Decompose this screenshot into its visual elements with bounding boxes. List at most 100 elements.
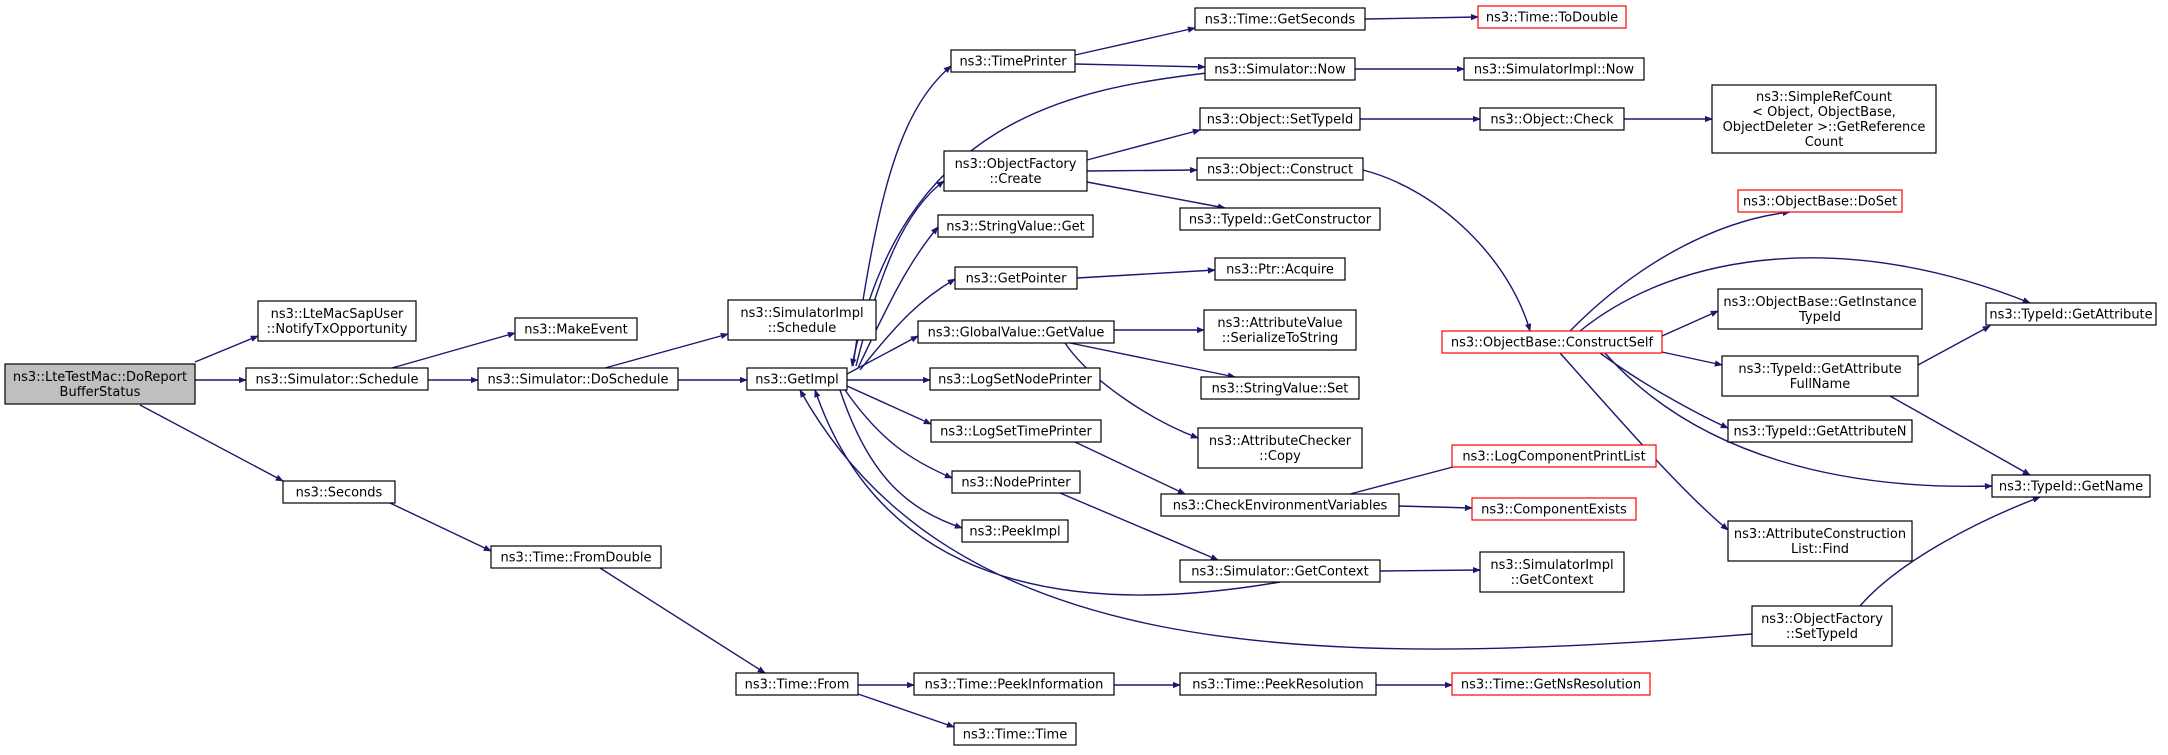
node-getname[interactable]: ns3::TypeId::GetName: [1991, 474, 2151, 498]
node-peekinfo[interactable]: ns3::Time::PeekInformation: [913, 672, 1115, 696]
node-sched[interactable]: ns3::Simulator::Schedule: [245, 367, 429, 391]
node-getimpl[interactable]: ns3::GetImpl: [746, 367, 848, 391]
node-label: ::Create: [990, 172, 1042, 187]
node-box: [245, 367, 429, 391]
node-getnsres[interactable]: ns3::Time::GetNsResolution: [1451, 672, 1651, 696]
edge-construct_self-to-getattrfull: [1661, 351, 1723, 367]
node-nodeprinter[interactable]: ns3::NodePrinter: [951, 470, 1081, 494]
node-ofcreate[interactable]: ns3::ObjectFactory::Create: [943, 150, 1088, 192]
node-box: [1711, 84, 1937, 154]
edge-dosched-to-implsched: [604, 332, 729, 369]
node-getcontext[interactable]: ns3::Simulator::GetContext: [1179, 559, 1381, 583]
node-label: ns3::Time::PeekInformation: [925, 678, 1104, 693]
node-box: [1214, 257, 1346, 281]
node-settypeid[interactable]: ns3::Object::SetTypeId: [1199, 107, 1361, 131]
edge-getimpl-to-peekimpl: [839, 389, 963, 529]
node-label: ns3::ObjectFactory: [955, 157, 1077, 172]
node-implnow[interactable]: ns3::SimulatorImpl::Now: [1463, 57, 1645, 81]
node-peekimpl[interactable]: ns3::PeekImpl: [961, 519, 1069, 543]
node-logsetnode[interactable]: ns3::LogSetNodePrinter: [929, 367, 1101, 391]
node-checkenv[interactable]: ns3::CheckEnvironmentVariables: [1160, 493, 1400, 517]
node-label: ns3::Object::Check: [1490, 113, 1614, 128]
node-ptracquire[interactable]: ns3::Ptr::Acquire: [1214, 257, 1346, 281]
node-box: [1200, 376, 1360, 400]
node-implsched[interactable]: ns3::SimulatorImpl::Schedule: [727, 299, 877, 341]
edge-ofcreate-to-settypeid: [1086, 128, 1201, 161]
node-refcount[interactable]: ns3::SimpleRefCount< Object, ObjectBase,…: [1711, 84, 1937, 154]
node-makeevent[interactable]: ns3::MakeEvent: [514, 317, 638, 341]
node-box: [954, 266, 1078, 290]
node-box: [1204, 57, 1356, 81]
node-box: [953, 722, 1077, 746]
edge-from-to-timetime: [857, 693, 955, 728]
edge-fromdouble-to-from: [599, 567, 766, 674]
node-dosched[interactable]: ns3::Simulator::DoSchedule: [477, 367, 679, 391]
node-timeprinter[interactable]: ns3::TimePrinter: [950, 49, 1076, 73]
node-box: [917, 320, 1115, 344]
node-serialize[interactable]: ns3::AttributeValue::SerializeToString: [1203, 309, 1357, 351]
node-compexists[interactable]: ns3::ComponentExists: [1471, 497, 1637, 521]
node-seconds[interactable]: ns3::Seconds: [282, 480, 396, 504]
node-box: [1727, 520, 1913, 562]
node-objcheck[interactable]: ns3::Object::Check: [1479, 107, 1625, 131]
node-box: [1721, 355, 1919, 397]
edge-timeprinter-to-simnow: [1074, 63, 1206, 71]
node-construct[interactable]: ns3::Object::Construct: [1196, 157, 1364, 181]
node-timetime[interactable]: ns3::Time::Time: [953, 722, 1077, 746]
node-implgetctx[interactable]: ns3::SimulatorImpl::GetContext: [1479, 551, 1625, 593]
node-construct-self[interactable]: ns3::ObjectBase::ConstructSelf: [1441, 330, 1663, 354]
node-fromdouble[interactable]: ns3::Time::FromDouble: [490, 545, 662, 569]
node-todouble[interactable]: ns3::Time::ToDouble: [1477, 5, 1627, 29]
node-strvalset[interactable]: ns3::StringValue::Set: [1200, 376, 1360, 400]
node-logsettime[interactable]: ns3::LogSetTimePrinter: [930, 419, 1102, 443]
node-box: [1194, 7, 1366, 31]
node-strvalget[interactable]: ns3::StringValue::Get: [937, 214, 1094, 238]
node-label: ns3::Simulator::Now: [1214, 63, 1346, 78]
node-box: [1479, 551, 1625, 593]
node-label: ns3::Time::GetSeconds: [1205, 13, 1356, 28]
node-getattr[interactable]: ns3::TypeId::GetAttribute: [1985, 302, 2157, 326]
node-box: [1985, 302, 2157, 326]
edge-logsettime-to-checkenv: [1074, 441, 1186, 495]
node-checkercopy[interactable]: ns3::AttributeChecker::Copy: [1197, 427, 1363, 469]
node-peekres[interactable]: ns3::Time::PeekResolution: [1179, 672, 1377, 696]
node-notify[interactable]: ns3::LteMacSapUser::NotifyTxOpportunity: [257, 300, 417, 342]
edge-ofcreate-to-getconstructor: [1086, 181, 1226, 210]
node-box: [1751, 605, 1893, 647]
node-label: ns3::StringValue::Get: [946, 220, 1084, 235]
node-box: [727, 299, 877, 341]
node-logcomplist[interactable]: ns3::LogComponentPrintList: [1451, 444, 1657, 468]
node-ofsettypeid[interactable]: ns3::ObjectFactory::SetTypeId: [1751, 605, 1893, 647]
node-box: [913, 672, 1115, 696]
edge-construct_self-to-doset: [1569, 209, 1791, 332]
node-label: FullName: [1790, 377, 1851, 392]
node-box: [257, 300, 417, 342]
node-getseconds[interactable]: ns3::Time::GetSeconds: [1194, 7, 1366, 31]
node-getattrn[interactable]: ns3::TypeId::GetAttributeN: [1727, 419, 1913, 443]
node-getconstructor[interactable]: ns3::TypeId::GetConstructor: [1179, 207, 1381, 231]
node-label: < Object, ObjectBase,: [1752, 105, 1896, 120]
node-getpointer[interactable]: ns3::GetPointer: [954, 266, 1078, 290]
node-label: ::GetContext: [1511, 573, 1594, 588]
node-label: ns3::MakeEvent: [524, 323, 628, 338]
node-from[interactable]: ns3::Time::From: [735, 672, 859, 696]
edge-getimpl-to-gvgetvalue: [846, 335, 919, 375]
node-doset[interactable]: ns3::ObjectBase::DoSet: [1737, 189, 1903, 213]
edge-sched-to-makeevent: [391, 331, 516, 369]
edge-gvgetvalue-to-strvalset: [1069, 342, 1236, 379]
node-simnow[interactable]: ns3::Simulator::Now: [1204, 57, 1356, 81]
node-label: ns3::LteTestMac::DoReport: [13, 370, 187, 385]
node-label: ns3::GlobalValue::GetValue: [928, 326, 1105, 341]
node-label: ns3::LogSetNodePrinter: [938, 373, 1092, 388]
edge-getseconds-to-todouble: [1364, 13, 1479, 21]
edge-construct_self-to-getinsttid: [1661, 310, 1719, 337]
node-label: ns3::Time::FromDouble: [501, 551, 652, 566]
node-gvgetvalue[interactable]: ns3::GlobalValue::GetValue: [917, 320, 1115, 344]
node-box: [1737, 189, 1903, 213]
node-box: [1160, 493, 1400, 517]
node-box: [282, 480, 396, 504]
